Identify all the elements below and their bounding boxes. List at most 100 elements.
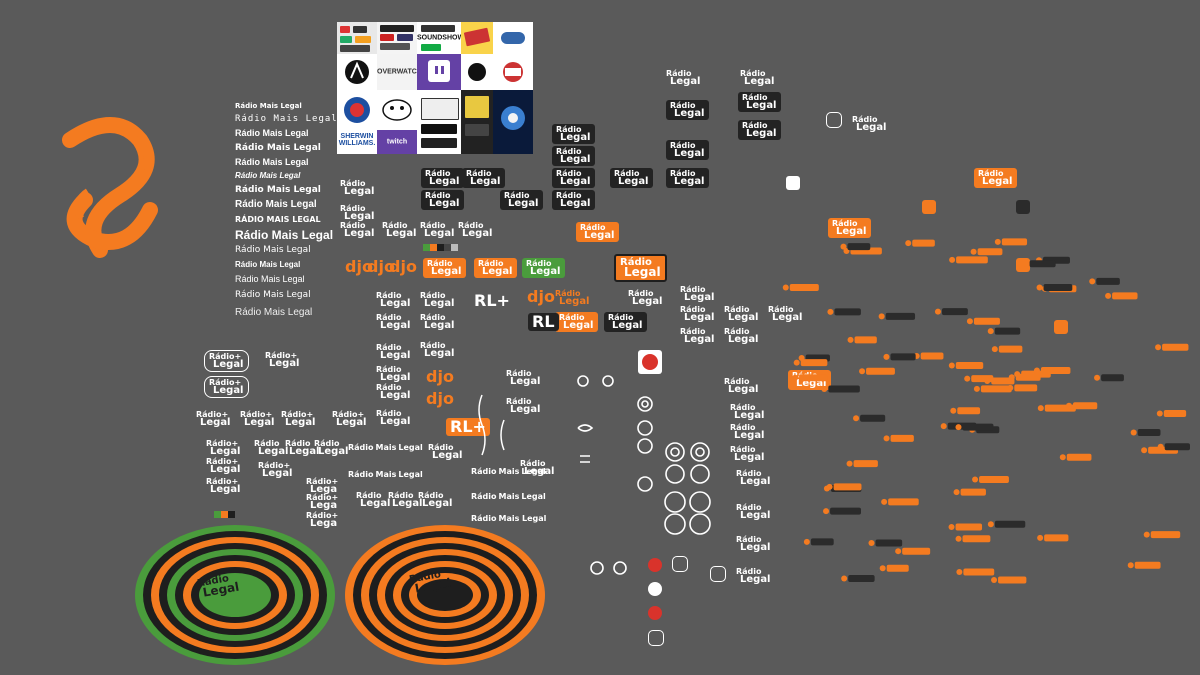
wordmark-radio-plus: Rádio+Lega [306,511,339,530]
mini-logo [905,239,935,247]
moodboard-tile [493,22,533,54]
mini-logo [948,523,983,531]
brand-icon-chip [1016,200,1030,214]
monogram-mark: RL+ [446,418,490,437]
brand-icon-chip [672,556,688,572]
type-specimen: Rádio Mais Legal [235,114,338,124]
mini-logo [853,414,886,422]
mini-logo [846,460,878,468]
short-mark: djo [527,287,555,306]
mini-logo [949,256,988,264]
moodboard-tile [417,90,461,154]
mini-logo [883,434,914,442]
moodboard-tile: SHERWIN WILLIAMS. [337,90,377,154]
brand-icon-chip [710,566,726,582]
wordmark-radio-plus: Rádio+Legal [206,477,241,496]
wordmark-radio-plus: Rádio+Legal [281,410,316,429]
mini-logo [1155,343,1189,351]
type-specimen: Rádio Mais Legal [235,245,311,255]
mini-logo-grid [782,238,1191,584]
color-swatch-orange [221,511,228,518]
wordmark-radio-plus: Rádio+Legal [258,461,293,480]
pictogram-icon-set [577,375,711,575]
mini-logo [991,576,1027,584]
wordmark-radio-plus: Rádio+Lega [306,493,339,512]
moodboard-tile [337,22,377,54]
wordmark-radio-plus: Rádio+Legal [206,439,241,458]
mini-logo [1157,443,1191,451]
type-specimen: Rádio Mais Legal [235,307,313,318]
wordmark-radio-plus: Rádio+Legal [204,350,249,373]
mini-logo [881,498,919,506]
type-specimen: Rádio Mais Legal [235,274,305,284]
mini-logo [1036,283,1073,291]
brand-icon-chip [922,200,936,214]
type-specimen: Rádio Mais Legal [235,185,321,195]
wordmark-radio-plus: Rádio+Legal [196,410,231,429]
wordmark-radio-plus: Rádio+Legal [204,376,249,399]
mini-logo [823,507,862,515]
mini-logo [970,248,1003,256]
ring [417,579,473,611]
concentric-rings-orange-black [345,525,545,665]
mini-logo [953,488,986,496]
brand-icon-chip [1054,320,1068,334]
wordmark-radio-plus: Rádio+Legal [265,351,300,370]
mini-logo [1130,428,1161,436]
mini-logo [868,539,903,547]
mini-logo [955,535,991,543]
type-specimen: Rádio Mais Legal [235,157,309,167]
ring [199,573,271,617]
mini-logo [934,308,968,316]
mini-logo [966,317,1000,325]
type-specimen: RÁDIO MAIS LEGAL [235,215,321,224]
color-swatch-light-grey [451,244,458,251]
brand-icon-chip [648,630,664,646]
mini-logo [987,520,1026,528]
monogram-mark: RL [528,313,559,332]
mini-logo [913,352,944,360]
mini-logo [984,377,1015,385]
